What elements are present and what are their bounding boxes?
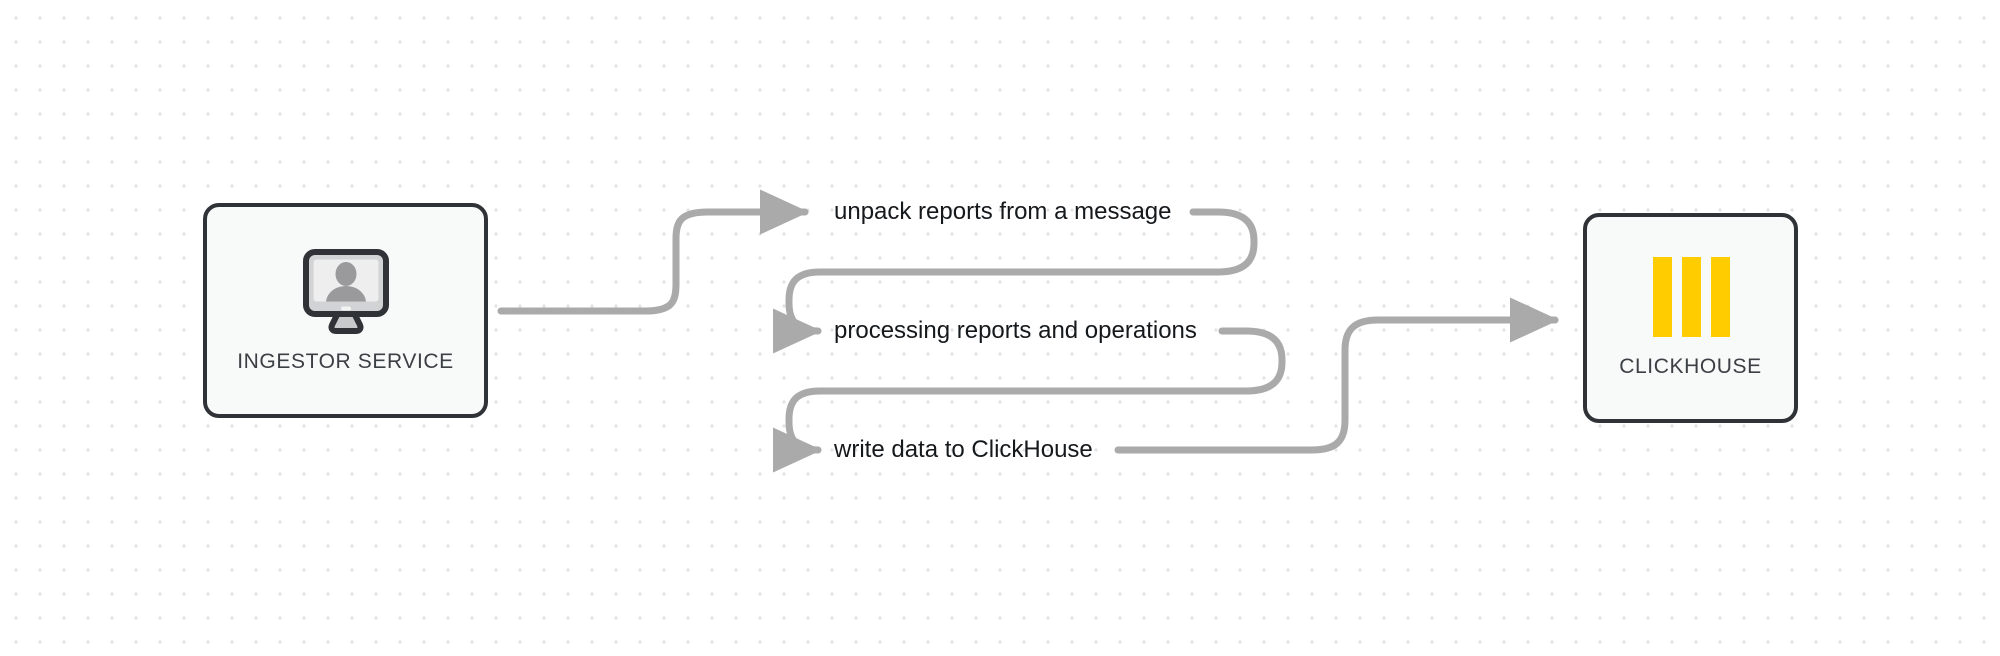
node-clickhouse-label: CLICKHOUSE [1619,355,1762,378]
edge-path-write-to-clickhouse [1114,297,1559,454]
clickhouse-bars-icon [1649,257,1733,337]
node-clickhouse[interactable]: CLICKHOUSE [1583,213,1798,423]
edge-label-write: write data to ClickHouse [834,436,1093,463]
edge-path-unpack-to-processing [772,208,1258,354]
edge-label-unpack: unpack reports from a message [834,198,1172,225]
edge-label-processing: processing reports and operations [834,317,1197,344]
edge-path-ingestor-to-unpack [497,189,809,315]
edge-path-processing-to-write [772,327,1286,473]
monitor-user-icon [300,248,392,334]
node-ingestor-service[interactable]: INGESTOR SERVICE [203,203,488,418]
node-ingestor-service-label: INGESTOR SERVICE [237,349,454,373]
